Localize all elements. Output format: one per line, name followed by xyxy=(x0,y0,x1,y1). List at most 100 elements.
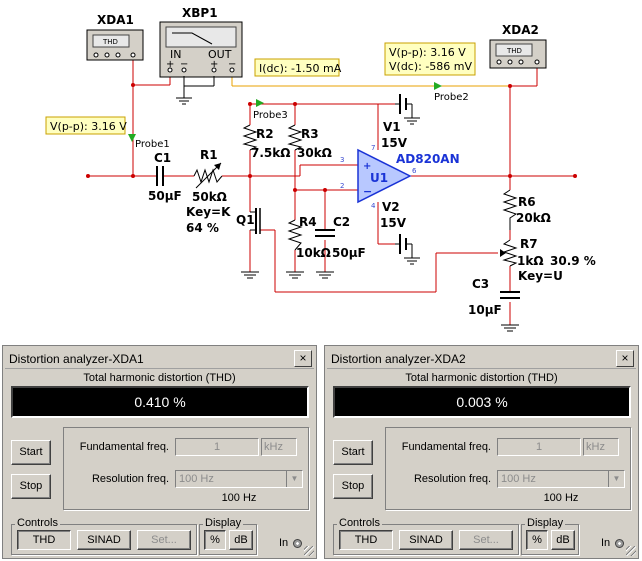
xbp1-label: XBP1 xyxy=(182,6,218,20)
start-button[interactable]: Start xyxy=(11,440,51,465)
display-group-label: Display xyxy=(203,517,244,529)
svg-text:AD820AN: AD820AN xyxy=(396,152,460,166)
xda1-instrument[interactable]: XDA1 THD xyxy=(86,13,144,61)
input-terminal-label: In xyxy=(279,537,289,549)
svg-text:V2: V2 xyxy=(382,200,400,214)
resistor-r4[interactable]: R4 10kΩ xyxy=(287,215,331,260)
set-button[interactable]: Set... xyxy=(137,530,191,550)
stop-button[interactable]: Stop xyxy=(11,474,51,499)
fundamental-freq-label: Fundamental freq. xyxy=(401,441,491,453)
svg-text:U1: U1 xyxy=(370,171,388,185)
svg-text:−: − xyxy=(180,59,188,70)
titlebar[interactable]: Distortion analyzer-XDA1 × xyxy=(5,348,314,369)
resolution-freq-select[interactable]: 100 Hz ▼ xyxy=(175,470,303,488)
potentiometer-r1[interactable]: R1 50kΩ Key=K 64 % xyxy=(186,148,231,235)
fundamental-freq-label: Fundamental freq. xyxy=(79,441,169,453)
stop-button[interactable]: Stop xyxy=(333,474,373,499)
svg-text:Key=U: Key=U xyxy=(518,269,563,283)
transistor-q1[interactable]: Q1 xyxy=(236,208,261,234)
junction-dots xyxy=(86,83,577,192)
resize-grip-icon[interactable] xyxy=(626,546,636,556)
capacitor-c3[interactable]: C3 10µF xyxy=(468,277,520,317)
svg-text:+: + xyxy=(210,59,218,70)
svg-text:3: 3 xyxy=(340,156,344,164)
resize-grip-icon[interactable] xyxy=(304,546,314,556)
probe2-marker[interactable]: Probe2 xyxy=(434,82,469,103)
percent-unit-button[interactable]: % xyxy=(526,530,548,550)
svg-text:30kΩ: 30kΩ xyxy=(297,146,332,160)
input-terminal-icon[interactable] xyxy=(615,539,624,548)
svg-text:64 %: 64 % xyxy=(186,221,219,235)
controls-group-label: Controls xyxy=(15,517,60,529)
svg-text:I(dc): -1.50 mA: I(dc): -1.50 mA xyxy=(259,62,342,75)
thd-mode-button[interactable]: THD xyxy=(17,530,71,550)
resolution-freq-value: 100 Hz xyxy=(221,492,257,504)
probe3-marker[interactable]: Probe3 xyxy=(253,99,288,121)
input-terminal-icon[interactable] xyxy=(293,539,302,548)
xbp1-out-label: OUT xyxy=(208,48,232,61)
controls-group xyxy=(333,524,519,555)
battery-v1[interactable]: V1 15V xyxy=(381,94,413,150)
resolution-freq-selected: 100 Hz xyxy=(501,473,536,485)
thd-heading: Total harmonic distortion (THD) xyxy=(83,372,236,384)
svg-text:C2: C2 xyxy=(333,215,350,229)
chevron-down-icon[interactable]: ▼ xyxy=(286,471,302,487)
db-unit-button[interactable]: dB xyxy=(551,530,575,550)
xbp1-bode-plotter[interactable]: XBP1 IN OUT +− +− xyxy=(159,6,243,78)
svg-text:6: 6 xyxy=(412,167,417,175)
potentiometer-r7[interactable]: R7 1kΩ 30.9 % Key=U xyxy=(500,237,596,283)
circuit-schematic: XDA1 THD XBP1 IN OUT +− +− XDA2 THD V(p-… xyxy=(45,6,596,332)
xda2-instrument[interactable]: XDA2 THD xyxy=(489,23,547,69)
svg-text:15V: 15V xyxy=(380,216,407,230)
svg-text:R1: R1 xyxy=(200,148,218,162)
close-button[interactable]: × xyxy=(616,350,634,367)
probe2-readout: V(p-p): 3.16 V V(dc): -586 mV xyxy=(384,42,476,76)
svg-text:−: − xyxy=(363,185,372,198)
svg-text:R4: R4 xyxy=(299,215,317,229)
window-title: Distortion analyzer-XDA1 xyxy=(9,352,144,366)
resistor-r3[interactable]: R3 30kΩ xyxy=(287,124,332,160)
fundamental-freq-input[interactable]: 1 xyxy=(497,438,581,456)
battery-v2[interactable]: V2 15V xyxy=(380,200,413,258)
fundamental-freq-unit[interactable]: kHz xyxy=(261,438,297,456)
sinad-mode-button[interactable]: SINAD xyxy=(77,530,131,550)
resistor-r6[interactable]: R6 20kΩ xyxy=(502,189,551,230)
frequency-settings-group xyxy=(385,427,631,510)
window-title: Distortion analyzer-XDA2 xyxy=(331,352,466,366)
svg-text:C3: C3 xyxy=(472,277,489,291)
probe3-readout: I(dc): -1.50 mA xyxy=(254,58,342,77)
svg-text:50kΩ: 50kΩ xyxy=(192,190,227,204)
fundamental-freq-unit[interactable]: kHz xyxy=(583,438,619,456)
svg-text:50µF: 50µF xyxy=(332,246,366,260)
controls-group-label: Controls xyxy=(337,517,382,529)
set-button[interactable]: Set... xyxy=(459,530,513,550)
svg-text:30.9 %: 30.9 % xyxy=(550,254,596,268)
resolution-freq-select[interactable]: 100 Hz ▼ xyxy=(497,470,625,488)
chevron-down-icon[interactable]: ▼ xyxy=(608,471,624,487)
svg-text:R2: R2 xyxy=(256,127,274,141)
svg-text:V1: V1 xyxy=(383,120,401,134)
svg-text:V(dc): -586 mV: V(dc): -586 mV xyxy=(389,60,473,73)
resistor-r2[interactable]: R2 7.5kΩ xyxy=(242,124,290,160)
thd-mode-button[interactable]: THD xyxy=(339,530,393,550)
start-button[interactable]: Start xyxy=(333,440,373,465)
xbp1-in-label: IN xyxy=(170,48,181,61)
close-button[interactable]: × xyxy=(294,350,312,367)
probe1-marker[interactable]: Probe1 xyxy=(128,134,170,150)
capacitor-c1[interactable]: C1 50µF xyxy=(148,151,182,203)
opamp-u1[interactable]: + − U1 AD820AN 32 674 xyxy=(340,144,460,210)
svg-text:2: 2 xyxy=(340,182,344,190)
probe1-readout: V(p-p): 3.16 V xyxy=(45,116,127,135)
controls-group xyxy=(11,524,197,555)
fundamental-freq-input[interactable]: 1 xyxy=(175,438,259,456)
input-terminal-label: In xyxy=(601,537,611,549)
percent-unit-button[interactable]: % xyxy=(204,530,226,550)
sinad-mode-button[interactable]: SINAD xyxy=(399,530,453,550)
svg-text:1kΩ: 1kΩ xyxy=(517,254,544,268)
probe2-name: Probe2 xyxy=(434,92,469,103)
titlebar[interactable]: Distortion analyzer-XDA2 × xyxy=(327,348,636,369)
thd-reading-display: 0.410 % xyxy=(11,386,309,418)
capacitor-c2[interactable]: C2 50µF xyxy=(315,215,366,260)
resolution-freq-selected: 100 Hz xyxy=(179,473,214,485)
db-unit-button[interactable]: dB xyxy=(229,530,253,550)
